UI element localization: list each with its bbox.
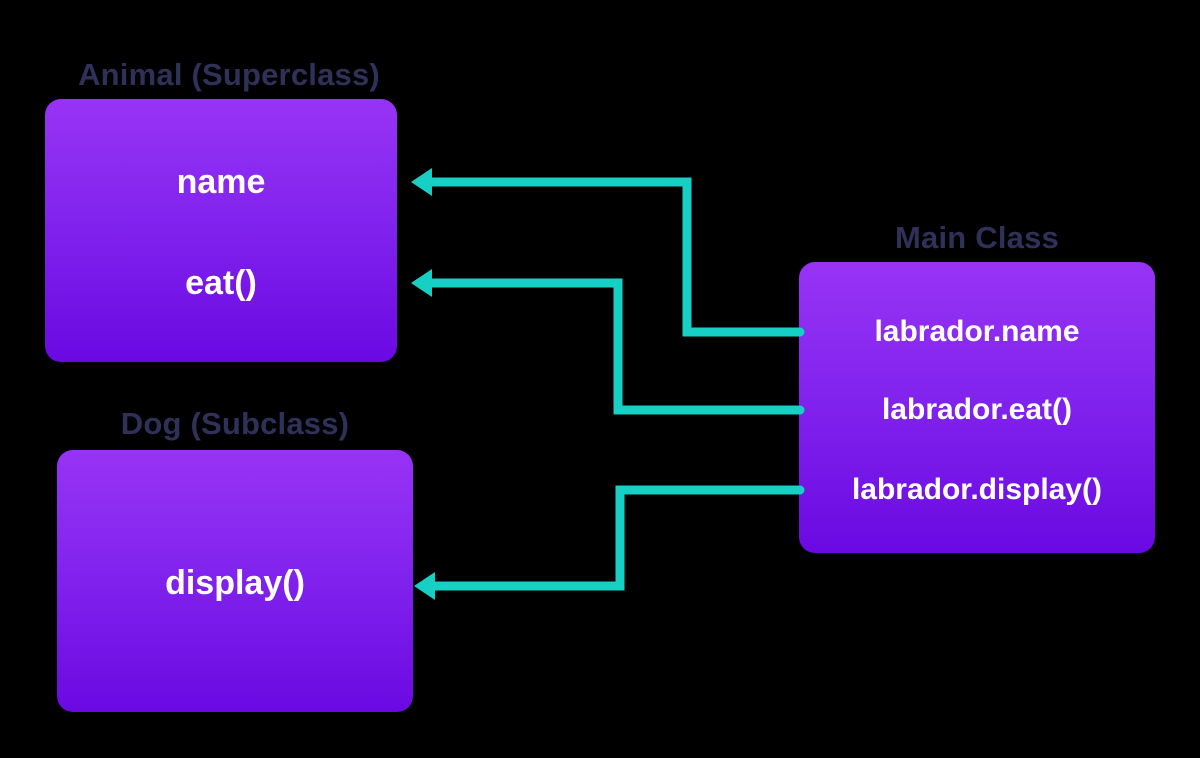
animal-member-eat: eat() bbox=[185, 264, 257, 302]
connector-labrador-name-to-animal-name-arrowhead-icon bbox=[411, 168, 432, 196]
connector-labrador-display-to-dog-display-line bbox=[430, 485, 805, 591]
connector-labrador-eat-to-animal-eat-line bbox=[427, 278, 805, 415]
connector-labrador-name-to-animal-name-line bbox=[427, 177, 805, 337]
connector-labrador-eat-to-animal-eat-arrowhead-icon bbox=[411, 269, 432, 297]
main-class-box: labrador.name labrador.eat() labrador.di… bbox=[788, 262, 1166, 571]
main-member-labrador-name: labrador.name bbox=[874, 315, 1080, 348]
main-member-labrador-eat: labrador.eat() bbox=[881, 393, 1073, 426]
dog-subclass-box: display() bbox=[57, 450, 413, 712]
animal-member-name: name bbox=[176, 163, 266, 201]
animal-superclass-title: Animal (Superclass) bbox=[78, 57, 380, 92]
dog-subclass-title: Dog (Subclass) bbox=[120, 406, 350, 441]
main-class-title: Main Class bbox=[895, 220, 1059, 255]
main-member-labrador-display: labrador.display() bbox=[851, 473, 1103, 506]
dog-member-display: display() bbox=[165, 564, 305, 602]
connector-labrador-display-to-dog-display-arrowhead-icon bbox=[414, 572, 435, 600]
animal-superclass-box: name eat() bbox=[34, 99, 408, 380]
